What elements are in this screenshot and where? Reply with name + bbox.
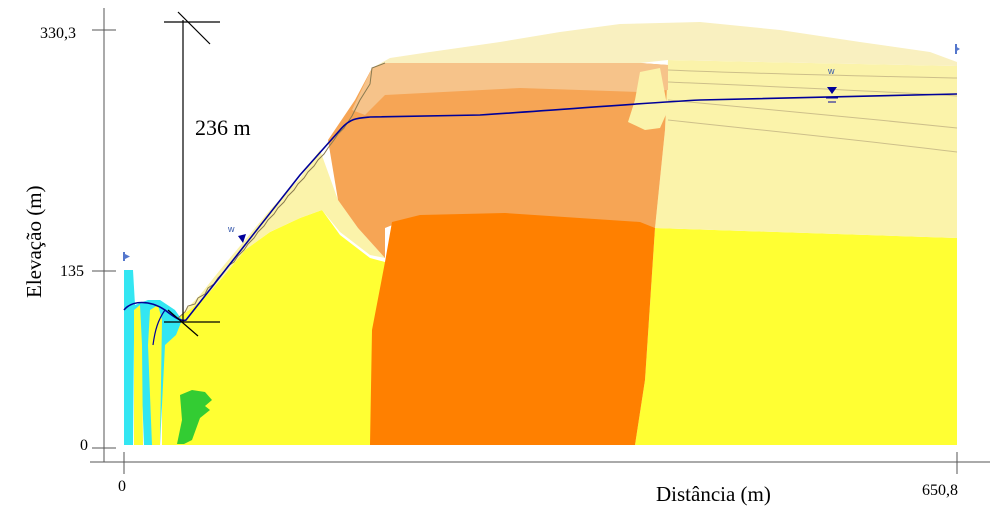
pale-yellow-band-right <box>655 60 957 238</box>
phreatic-line-branch <box>152 309 166 346</box>
orange-core-layer <box>370 213 655 445</box>
pale-yellow-band-left <box>178 150 385 318</box>
pale-peach-layer <box>352 63 668 115</box>
water-marker-right-symbol: w <box>827 66 835 76</box>
yellow-strip-1 <box>134 305 143 445</box>
layer-boundaries <box>667 69 958 153</box>
yellow-layer-left <box>162 210 385 445</box>
x-axis <box>90 452 990 474</box>
top-cover-layer <box>372 22 957 68</box>
y-axis <box>92 8 116 462</box>
y-axis-label: Elevação (m) <box>22 185 46 298</box>
water-marker-right <box>826 87 838 103</box>
phreatic-line <box>123 93 958 322</box>
y-tick-label-bottom: 0 <box>80 437 88 454</box>
boundary-marker-left <box>123 252 130 261</box>
pale-yellow-inclusion <box>628 68 668 130</box>
water-marker-left <box>238 234 246 243</box>
x-axis-label: Distância (m) <box>656 482 771 506</box>
green-patch <box>177 390 212 444</box>
boundary-marker-right <box>955 44 960 54</box>
x-tick-label-left: 0 <box>118 478 126 495</box>
height-annotation-label: 236 m <box>195 115 251 140</box>
light-orange-layer <box>328 63 668 258</box>
x-tick-label-right: 650,8 <box>922 482 958 499</box>
height-dimension <box>164 11 220 337</box>
water-marker-left-symbol: w <box>227 224 235 234</box>
y-tick-label-mid: 135 <box>60 263 84 280</box>
yellow-strip-2 <box>148 305 162 445</box>
yellow-layer-right <box>635 228 957 445</box>
y-tick-label-top: 330,3 <box>40 25 76 42</box>
